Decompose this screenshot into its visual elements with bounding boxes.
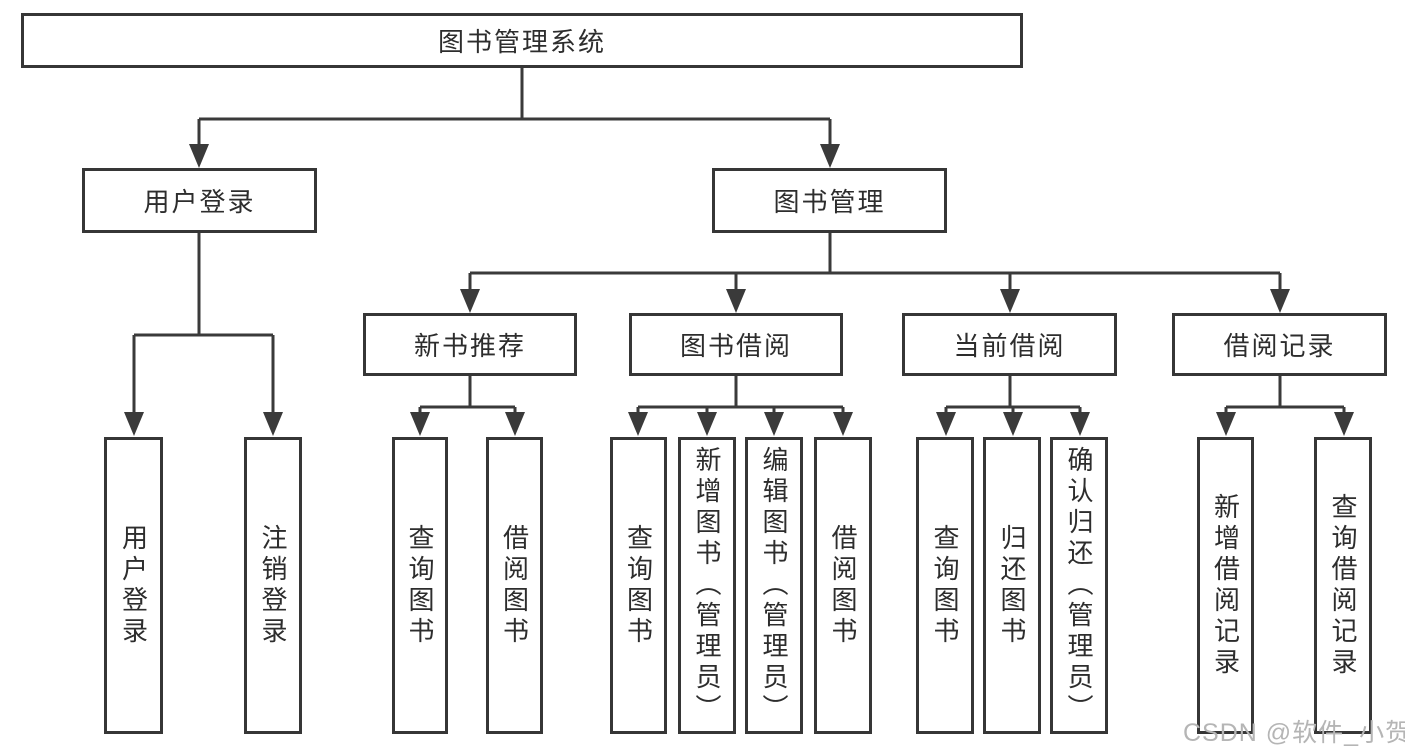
leaf-borrow-books-borrow: 借阅图书	[814, 437, 872, 734]
leaf-query-books-current: 查询图书	[916, 437, 974, 734]
node-borrow-records: 借阅记录	[1172, 313, 1387, 376]
csdn-watermark: CSDN @软件_小贺同学	[1183, 719, 1405, 747]
leaf-borrow-books-recommend: 借阅图书	[486, 437, 543, 734]
leaf-label: 查询图书	[623, 523, 654, 648]
leaf-query-borrow-record: 查询借阅记录	[1314, 437, 1372, 734]
leaf-label: 查询借阅记录	[1328, 492, 1358, 679]
leaf-label: 借阅图书	[828, 523, 858, 648]
leaf-return-book: 归还图书	[983, 437, 1041, 734]
leaf-label: 查询图书	[405, 523, 435, 648]
leaf-label: 归还图书	[997, 523, 1027, 648]
leaf-edit-book-admin: 编辑图书（管理员）	[745, 437, 803, 734]
leaf-label: 新增借阅记录	[1210, 492, 1241, 679]
leaf-label: 确认归还（管理员）	[1064, 446, 1094, 725]
leaf-confirm-return-admin: 确认归还（管理员）	[1050, 437, 1108, 734]
node-library-management-system: 图书管理系统	[21, 13, 1023, 68]
leaf-add-borrow-record: 新增借阅记录	[1197, 437, 1254, 734]
leaf-query-books-borrow: 查询图书	[610, 437, 667, 734]
node-user-login: 用户登录	[82, 168, 317, 233]
leaf-label: 查询图书	[930, 523, 960, 648]
leaf-user-login: 用户登录	[104, 437, 163, 734]
leaf-logout: 注销登录	[244, 437, 302, 734]
leaf-add-book-admin: 新增图书（管理员）	[678, 437, 736, 734]
node-book-borrow: 图书借阅	[629, 313, 843, 376]
leaf-label: 借阅图书	[499, 523, 530, 648]
node-new-book-recommend: 新书推荐	[363, 313, 577, 376]
leaf-query-books-recommend: 查询图书	[392, 437, 448, 734]
node-book-management: 图书管理	[712, 168, 947, 233]
leaf-label: 用户登录	[118, 523, 149, 648]
leaf-label: 新增图书（管理员）	[692, 446, 722, 725]
leaf-label: 编辑图书（管理员）	[759, 446, 789, 725]
node-current-borrow: 当前借阅	[902, 313, 1117, 376]
leaf-label: 注销登录	[258, 523, 288, 648]
